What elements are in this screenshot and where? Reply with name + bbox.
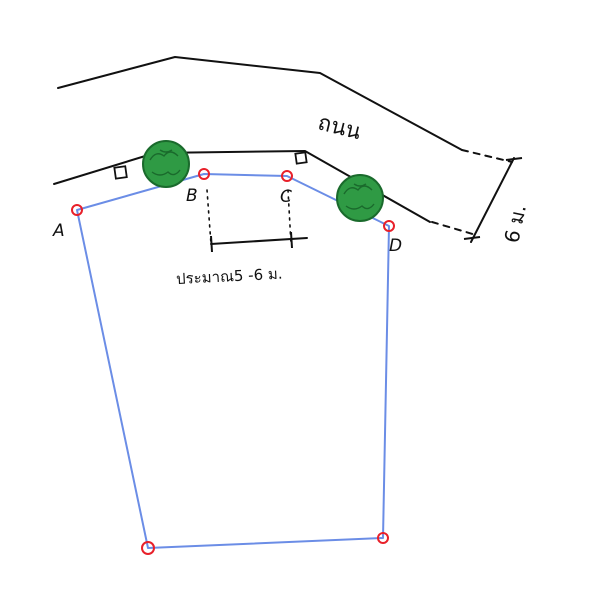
point-label-b: B xyxy=(186,186,198,206)
road-width-tick-top xyxy=(505,157,523,161)
tree-icon xyxy=(336,174,384,222)
distance-bc-label: ประมาณ5 -6 ม. xyxy=(176,265,283,289)
road-width-tick-bottom xyxy=(463,236,481,240)
road-edge-inner-dashed xyxy=(431,221,477,236)
point-label-d: D xyxy=(389,236,402,256)
guide-line-c xyxy=(287,189,292,245)
corner-marker-bottom-left xyxy=(141,541,155,555)
point-label-a: A xyxy=(52,221,65,241)
corner-marker-a xyxy=(71,204,83,216)
road-width-dimension-line xyxy=(470,157,515,243)
distance-bc-tick-right xyxy=(290,231,293,249)
corner-marker-d xyxy=(383,220,395,232)
road-edge-outer xyxy=(57,56,463,151)
distance-bc-tick-left xyxy=(210,235,213,253)
road-label: ถนน xyxy=(315,110,363,145)
corner-marker-bottom-right xyxy=(377,532,389,544)
guide-line-b xyxy=(206,189,212,245)
survey-post-icon xyxy=(294,151,308,165)
corner-marker-b xyxy=(198,168,210,180)
road-width-label: 6 ม. xyxy=(499,202,531,245)
road-edge-outer-dashed xyxy=(461,149,513,163)
tree-icon xyxy=(142,140,190,188)
corner-marker-c xyxy=(281,170,293,182)
property-boundary xyxy=(76,173,390,549)
point-label-c: C xyxy=(280,187,292,207)
survey-post-icon xyxy=(113,165,128,180)
